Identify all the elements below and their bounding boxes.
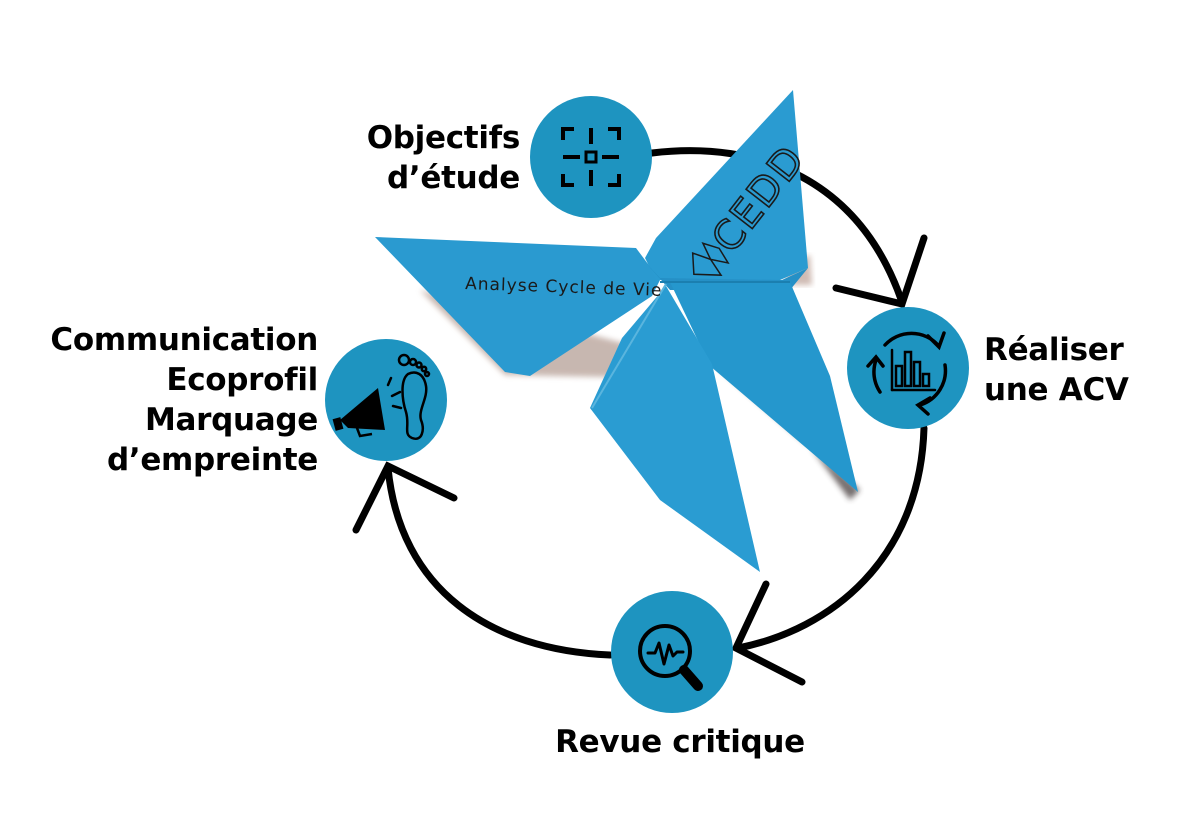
arrowhead-communication <box>352 461 458 534</box>
footprint-icon <box>397 353 431 441</box>
arrow-revue-to-communication <box>384 464 614 659</box>
label-line: d’étude <box>387 160 520 196</box>
right-wing <box>645 90 808 280</box>
label-line: d’empreinte <box>106 442 318 478</box>
node-objectifs[interactable] <box>530 96 652 218</box>
node-communication[interactable] <box>325 339 447 461</box>
label-objectifs: Objectifs d’étude <box>330 118 521 198</box>
megaphone-icon <box>332 376 403 438</box>
cycle-arrows <box>352 147 928 686</box>
refresh-bar-chart-icon <box>866 331 948 416</box>
label-line: Réaliser <box>984 332 1124 368</box>
label-communication: Communication Ecoprofil Marquage d’empre… <box>20 320 318 480</box>
left-tail <box>590 286 760 572</box>
label-line: Marquage <box>144 402 318 438</box>
fold-line <box>591 283 667 409</box>
arrowhead-realiser <box>832 234 928 309</box>
label-line: Objectifs <box>366 120 521 156</box>
arrow-realiser-to-revue <box>734 424 928 652</box>
label-line: Ecoprofil <box>166 362 318 398</box>
left-wing <box>375 237 660 376</box>
arrowhead-revue <box>731 580 806 686</box>
target-focus-icon <box>561 127 621 187</box>
magnifier-pulse-icon <box>638 624 703 691</box>
right-tail <box>670 282 858 492</box>
node-revue[interactable] <box>611 591 733 713</box>
butterfly-logo-icon <box>691 241 730 276</box>
label-realiser: Réaliser une ACV <box>984 330 1184 410</box>
butterfly-shadow-right <box>712 362 860 500</box>
label-line: une ACV <box>984 372 1129 408</box>
label-revue: Revue critique <box>530 722 830 762</box>
label-line: Revue critique <box>555 724 805 760</box>
arrow-objectifs-to-realiser <box>648 147 906 306</box>
origami-butterfly: Analyse Cycle de Vie CEDD <box>375 90 860 572</box>
node-realiser[interactable] <box>847 307 969 429</box>
label-line: Communication <box>50 322 318 358</box>
